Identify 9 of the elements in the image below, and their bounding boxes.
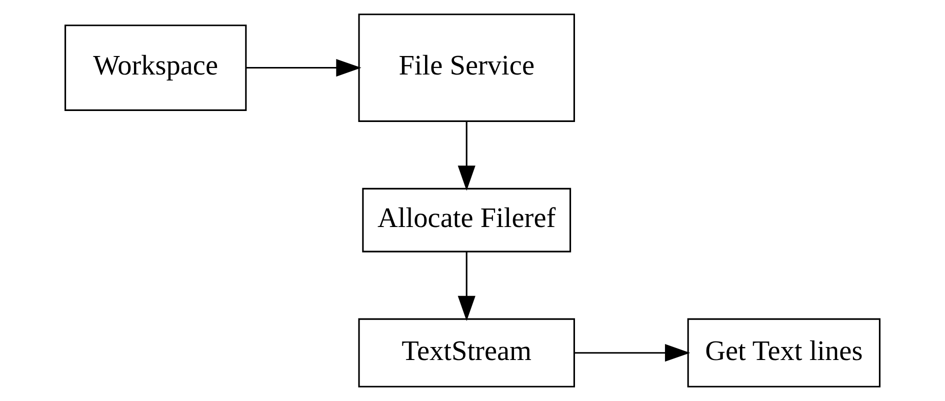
arrow: [458, 252, 476, 322]
node-box: Allocate Fileref: [362, 188, 572, 252]
node-box: File Service: [358, 14, 575, 122]
node-box: Workspace: [64, 24, 247, 111]
node-box: TextStream: [358, 318, 575, 388]
arrow: [458, 122, 476, 191]
node-box: Get Text lines: [687, 318, 880, 388]
arrow: [246, 58, 362, 77]
arrow: [574, 344, 690, 362]
